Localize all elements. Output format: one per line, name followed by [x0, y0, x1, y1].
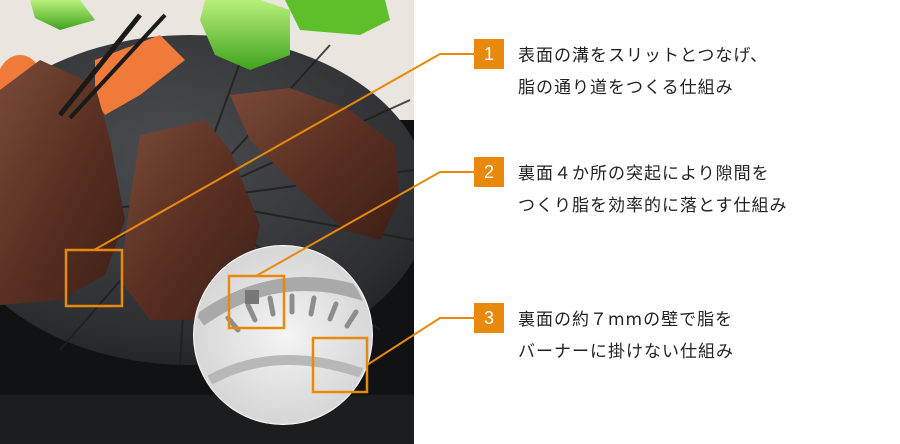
grill-plate-photo — [0, 0, 414, 444]
callout-text-line: 脂の通り道をつくる仕組み — [518, 78, 734, 98]
leader-line-1 — [93, 53, 474, 251]
callout-text-line: つくり脂を効率的に落とす仕組み — [518, 196, 788, 216]
callout-number-badge: 3 — [474, 303, 504, 333]
callout-text: 裏面の約７mmの壁で脂を バーナーに掛けない仕組み — [518, 304, 734, 368]
callout-number-badge: 1 — [474, 39, 504, 69]
callout-text-line: 表面の溝をスリットとつなげ、 — [518, 46, 769, 66]
leader-line-3 — [366, 317, 474, 366]
callout-number-badge: 2 — [474, 157, 504, 187]
callout-text-line: 裏面４か所の突起により隙間を — [518, 164, 770, 184]
callout-text: 表面の溝をスリットとつなげ、 脂の通り道をつくる仕組み — [518, 40, 768, 104]
callout-text-line: バーナーに掛けない仕組み — [518, 342, 734, 362]
callout-text: 裏面４か所の突起により隙間を つくり脂を効率的に落とす仕組み — [518, 158, 788, 222]
callout-text-line: 裏面の約７mmの壁で脂を — [518, 310, 734, 330]
leader-line-2 — [255, 171, 474, 277]
